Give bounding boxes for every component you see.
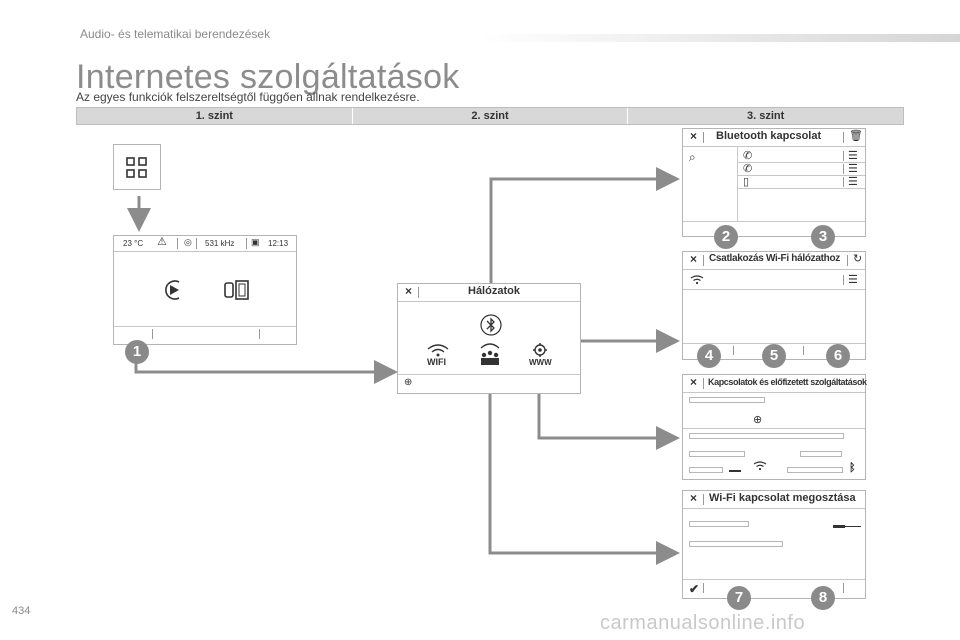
close-icon[interactable]: × — [690, 129, 698, 143]
frequency-readout: 531 kHz — [205, 239, 235, 248]
wifi-share-title: Wi-Fi kapcsolat megosztása — [709, 492, 856, 504]
close-icon[interactable]: × — [690, 252, 698, 266]
badge-7: 7 — [727, 586, 751, 610]
close-icon[interactable]: × — [690, 375, 698, 389]
bluetooth-screen: × Bluetooth kapcsolat 🗑 ⌕ ✆ ✆ ▯ ☰ ☰ ☰ — [682, 128, 866, 237]
usb-icon[interactable] — [729, 470, 741, 472]
mobile-data-share-icon[interactable] — [478, 342, 502, 368]
share-field[interactable] — [689, 541, 783, 547]
media-play-icon[interactable] — [162, 278, 184, 302]
apps-button[interactable] — [113, 144, 161, 190]
search-icon[interactable]: ⌕ — [689, 150, 696, 164]
wifi-connect-screen: × Csatlakozás Wi-Fi hálózathoz ↻ ☰ — [682, 251, 866, 360]
confirm-check-icon[interactable]: ✔ — [689, 582, 700, 596]
trash-icon[interactable]: 🗑 — [849, 130, 863, 142]
arrow-to-wifi-share — [488, 368, 680, 565]
badge-5: 5 — [762, 344, 786, 368]
close-icon[interactable]: × — [405, 284, 413, 298]
clock-readout: 12:13 — [268, 239, 289, 248]
refresh-icon[interactable]: ↻ — [853, 253, 863, 265]
level-2: 2. szint — [353, 108, 629, 124]
toggle-track[interactable] — [833, 526, 861, 527]
networks-header: × Hálózatok — [398, 284, 580, 302]
bluetooth-icon[interactable]: ᛒ — [849, 462, 856, 474]
www-label: WWW — [529, 358, 552, 367]
service-field[interactable] — [787, 467, 843, 473]
services-title: Kapcsolatok és előfizetett szolgáltatáso… — [708, 377, 867, 387]
wifi-connect-title: Csatlakozás Wi-Fi hálózathoz — [709, 253, 840, 264]
level-bar: 1. szint 2. szint 3. szint — [76, 107, 904, 125]
wifi-icon[interactable] — [690, 275, 704, 285]
network-settings-icon[interactable]: ☰ — [848, 274, 858, 286]
device-settings-icon[interactable]: ☰ — [848, 176, 858, 188]
phone-device-icon[interactable]: ✆ — [743, 150, 753, 162]
arrow-home-to-networks — [134, 345, 398, 384]
badge-2: 2 — [714, 225, 738, 249]
mirror-screen-icon[interactable] — [222, 278, 252, 302]
warning-icon[interactable]: ⚠ — [157, 236, 167, 248]
section-header: Audio- és telematikai berendezések — [80, 27, 271, 41]
share-field[interactable] — [689, 521, 749, 527]
www-settings-icon[interactable] — [529, 342, 551, 358]
phone-icon[interactable]: ▣ — [251, 237, 260, 247]
page-number: 434 — [12, 605, 31, 617]
bluetooth-title: Bluetooth kapcsolat — [716, 130, 822, 142]
service-field[interactable] — [689, 397, 765, 403]
wifi-icon[interactable] — [426, 344, 450, 358]
bluetooth-header: × Bluetooth kapcsolat 🗑 — [683, 129, 865, 147]
globe-icon[interactable]: ⊕ — [753, 414, 763, 426]
badge-8: 8 — [811, 586, 835, 610]
services-header: × Kapcsolatok és előfizetett szolgáltatá… — [683, 375, 867, 393]
toggle-knob[interactable] — [833, 525, 845, 528]
arrow-to-bluetooth — [489, 167, 680, 322]
wifi-share-header: × Wi-Fi kapcsolat megosztása — [683, 491, 865, 509]
service-field[interactable] — [689, 467, 723, 473]
close-icon[interactable]: × — [690, 491, 698, 505]
badge-1: 1 — [125, 340, 149, 364]
level-1: 1. szint — [77, 108, 353, 124]
apps-grid-icon — [126, 157, 147, 178]
header-rule — [480, 34, 960, 42]
level-3: 3. szint — [747, 110, 785, 122]
service-field[interactable] — [689, 451, 745, 457]
home-screen: 23 °C ⚠ ◎ 531 kHz ▣ 12:13 — [113, 235, 297, 345]
networks-screen: × Hálózatok WIFI WWW ⊕ — [397, 283, 581, 394]
device-settings-icon[interactable]: ☰ — [848, 163, 858, 175]
badge-3: 3 — [811, 225, 835, 249]
badge-4: 4 — [697, 344, 721, 368]
temperature-readout: 23 °C — [123, 239, 144, 248]
globe-icon[interactable]: ⊕ — [404, 377, 413, 388]
wifi-label: WIFI — [427, 357, 446, 367]
phone-device-icon[interactable]: ✆ — [743, 163, 753, 175]
service-field[interactable] — [689, 433, 844, 439]
bluetooth-icon[interactable] — [480, 313, 502, 337]
badge-6: 6 — [826, 344, 850, 368]
wifi-share-screen: × Wi-Fi kapcsolat megosztása ✔ — [682, 490, 866, 599]
service-field[interactable] — [800, 451, 842, 457]
mobile-device-icon[interactable]: ▯ — [743, 176, 750, 188]
page-title: Internetes szolgáltatások — [76, 58, 460, 96]
wifi-connect-header: × Csatlakozás Wi-Fi hálózathoz ↻ — [683, 252, 865, 270]
page-subtitle: Az egyes funkciók felszereltségtől függő… — [76, 90, 420, 104]
radio-icon[interactable]: ◎ — [184, 237, 192, 247]
watermark: carmanualsonline.info — [600, 612, 806, 634]
networks-title: Hálózatok — [468, 285, 520, 297]
device-settings-icon[interactable]: ☰ — [848, 150, 858, 162]
services-screen: × Kapcsolatok és előfizetett szolgáltatá… — [682, 374, 867, 480]
home-status-bar: 23 °C ⚠ ◎ 531 kHz ▣ 12:13 — [114, 236, 296, 252]
wifi-icon[interactable] — [753, 461, 767, 471]
